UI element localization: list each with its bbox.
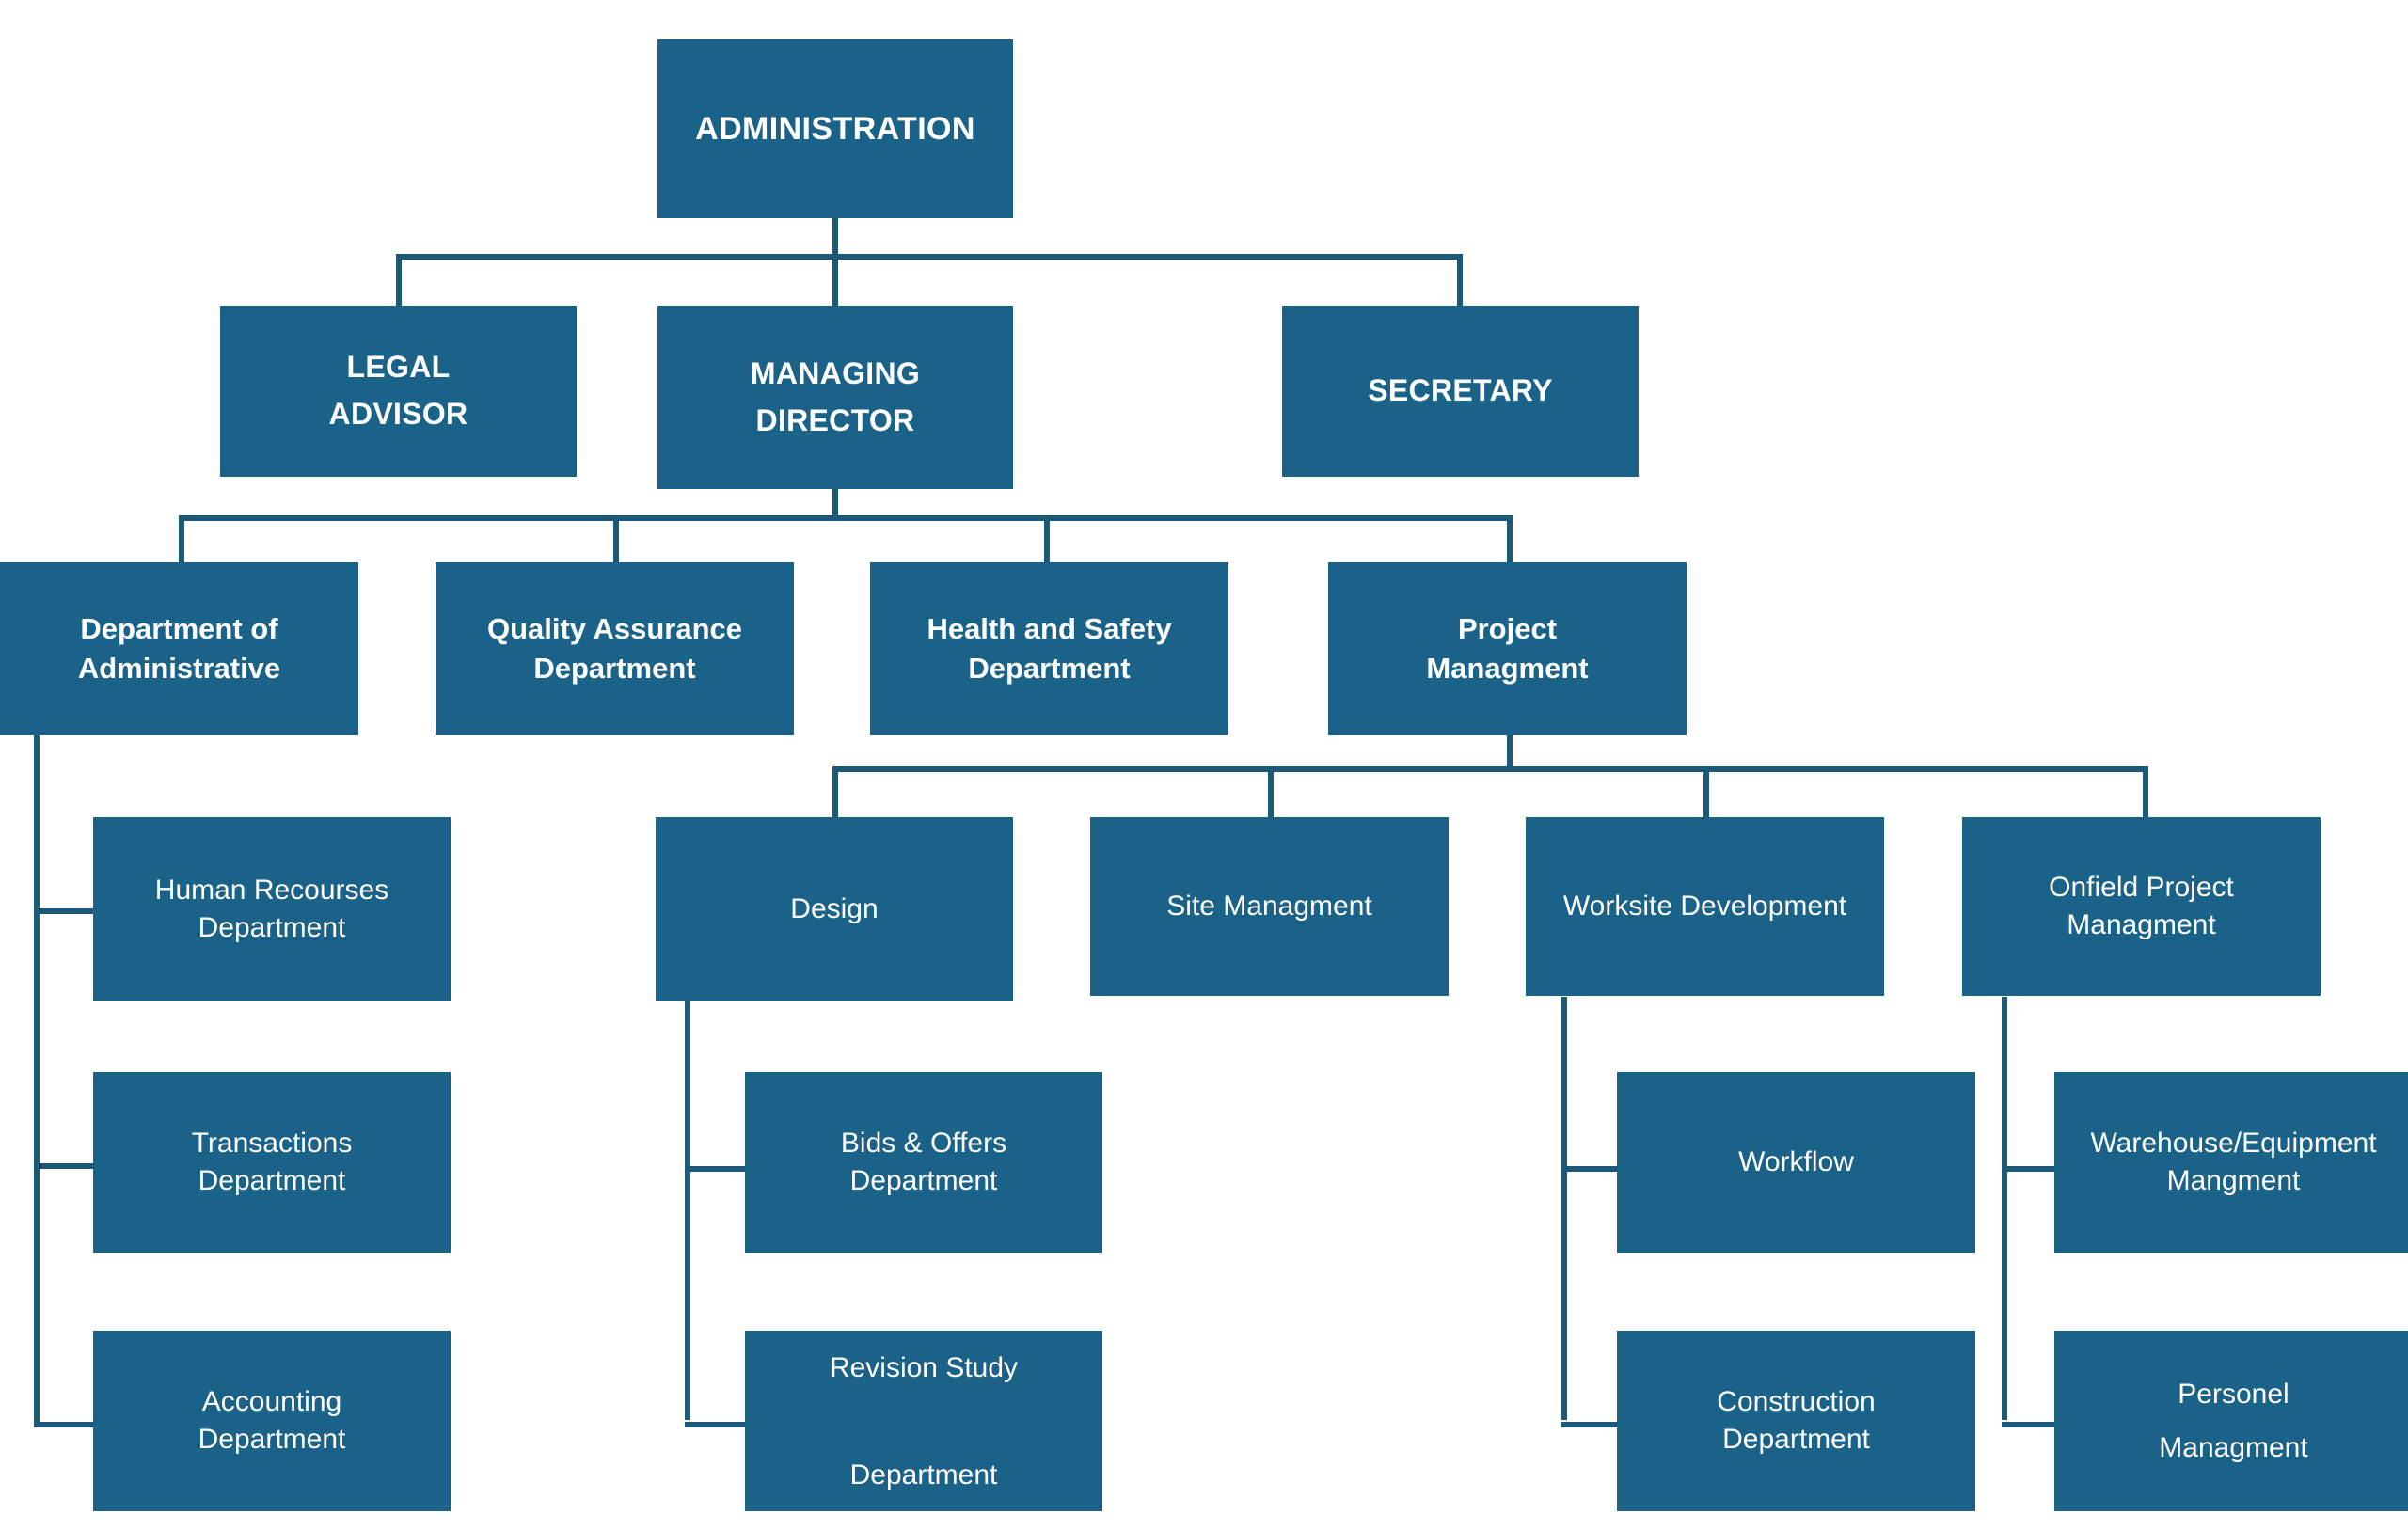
connector-level3-bus xyxy=(179,515,1513,521)
connector-drop-project-managment xyxy=(1507,515,1513,564)
connector-elbow-construction xyxy=(1561,1422,1625,1427)
connector-administration-stem xyxy=(832,214,838,258)
connector-level2-bus xyxy=(396,254,1463,260)
node-onfield-project-managment[interactable]: Onfield Project Managment xyxy=(1962,817,2321,996)
node-site-managment[interactable]: Site Managment xyxy=(1090,817,1449,996)
connector-drop-worksite-development xyxy=(1703,766,1709,819)
node-transactions-department[interactable]: Transactions Department xyxy=(93,1072,451,1253)
node-revision-study-department[interactable]: Revision Study Department xyxy=(745,1331,1102,1511)
connector-managing-director-stem xyxy=(832,485,838,519)
node-warehouse-equipment-mangment[interactable]: Warehouse/Equipment Mangment xyxy=(2054,1072,2408,1253)
connector-elbow-warehouse-equipment xyxy=(2002,1166,2066,1172)
connector-drop-dept-administrative xyxy=(179,515,184,564)
node-department-of-administrative[interactable]: Department of Administrative xyxy=(0,562,358,735)
node-design[interactable]: Design xyxy=(656,817,1013,1001)
connector-trunk-worksite-development xyxy=(1561,997,1567,1420)
connector-trunk-onfield-project xyxy=(2002,997,2007,1420)
node-health-and-safety-department[interactable]: Health and Safety Department xyxy=(870,562,1228,735)
connector-drop-health-safety xyxy=(1044,515,1050,564)
node-managing-director[interactable]: MANAGING DIRECTOR xyxy=(657,306,1013,489)
connector-drop-managing-director xyxy=(832,254,838,308)
connector-drop-design xyxy=(832,766,838,819)
connector-elbow-accounting xyxy=(34,1422,98,1427)
node-workflow[interactable]: Workflow xyxy=(1617,1072,1975,1253)
node-human-recourses-department[interactable]: Human Recourses Department xyxy=(93,817,451,1001)
node-legal-advisor[interactable]: LEGAL ADVISOR xyxy=(220,306,577,477)
node-project-managment[interactable]: Project Managment xyxy=(1328,562,1687,735)
node-construction-department[interactable]: Construction Department xyxy=(1617,1331,1975,1511)
node-administration[interactable]: ADMINISTRATION xyxy=(657,39,1013,218)
connector-elbow-revision-study xyxy=(685,1422,749,1427)
connector-project-managment-stem xyxy=(1507,732,1513,771)
connector-elbow-transactions xyxy=(34,1163,98,1169)
connector-drop-site-managment xyxy=(1268,766,1274,819)
node-quality-assurance-department[interactable]: Quality Assurance Department xyxy=(436,562,794,735)
connector-level4-bus xyxy=(832,766,2148,772)
connector-drop-secretary xyxy=(1457,254,1463,308)
connector-drop-quality-assurance xyxy=(613,515,619,564)
connector-elbow-human-recourses xyxy=(34,908,98,914)
node-secretary[interactable]: SECRETARY xyxy=(1282,306,1639,477)
connector-trunk-dept-administrative xyxy=(34,732,40,1427)
node-personel-managment[interactable]: Personel Managment xyxy=(2054,1331,2408,1511)
connector-elbow-personel xyxy=(2002,1422,2066,1427)
connector-elbow-workflow xyxy=(1561,1166,1625,1172)
connector-drop-onfield-project xyxy=(2143,766,2148,819)
connector-trunk-design xyxy=(685,997,690,1420)
connector-drop-legal-advisor xyxy=(396,254,402,308)
connector-elbow-bids-offers xyxy=(685,1166,749,1172)
node-worksite-development[interactable]: Worksite Development xyxy=(1526,817,1884,996)
node-accounting-department[interactable]: Accounting Department xyxy=(93,1331,451,1511)
node-bids-and-offers-department[interactable]: Bids & Offers Department xyxy=(745,1072,1102,1253)
